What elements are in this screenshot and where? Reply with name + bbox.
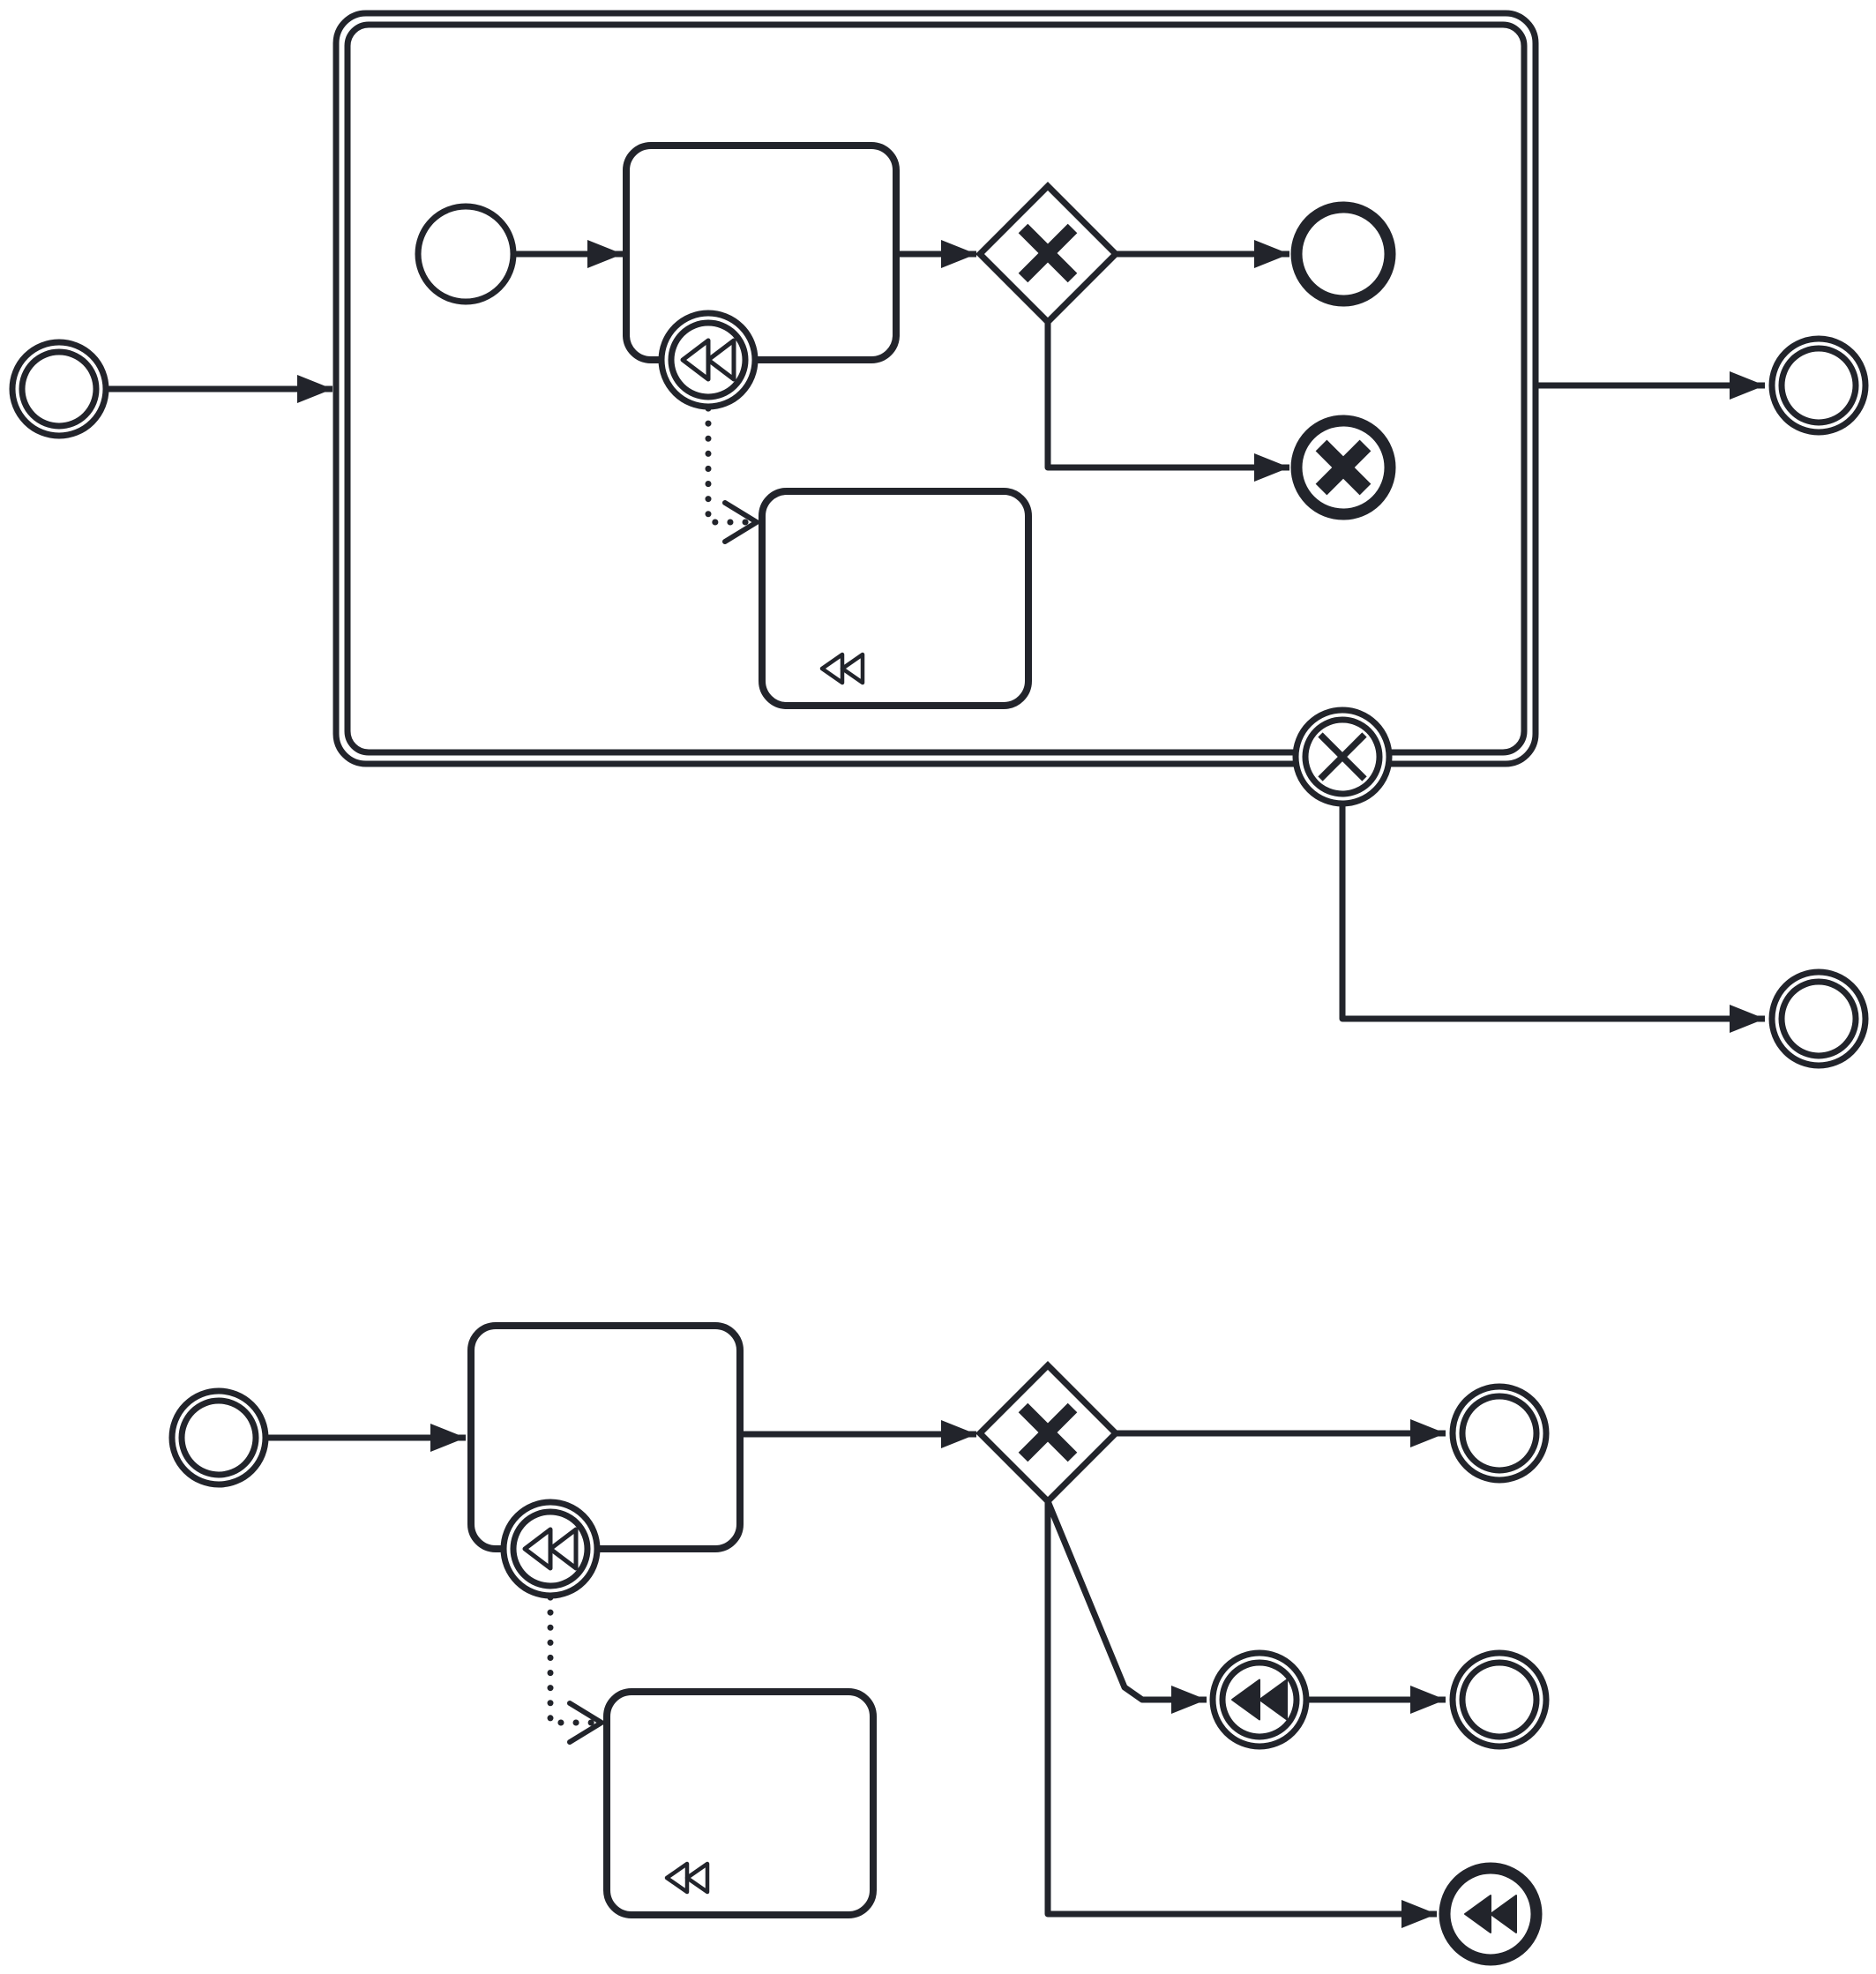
task-shape <box>603 1688 877 1918</box>
subprocess-start-event[interactable] <box>415 203 517 305</box>
event-outer-ring <box>9 339 109 439</box>
subprocess-end-event[interactable] <box>1290 201 1396 307</box>
process2-end-event-1[interactable] <box>1449 1383 1550 1484</box>
compensation-boundary-event-2[interactable] <box>500 1499 601 1599</box>
event-inner-ring <box>1778 978 1859 1059</box>
event-inner-ring <box>1219 1659 1300 1740</box>
flow-cancelboundary-to-end2[interactable] <box>1339 805 1765 1033</box>
event-inner-ring <box>1459 1659 1540 1740</box>
event-inner-ring <box>178 1397 259 1478</box>
event-outer-ring <box>1768 335 1869 436</box>
flow-gateway2-to-compend[interactable] <box>1044 1501 1437 1928</box>
compensation-icon <box>706 338 736 382</box>
event-inner-ring <box>19 348 100 430</box>
cancel-boundary-event[interactable] <box>1292 707 1393 807</box>
process2-task[interactable] <box>467 1322 744 1552</box>
main-end-event-1[interactable] <box>1768 335 1869 436</box>
event-outer-ring <box>1449 1649 1550 1750</box>
cancel-x-icon <box>1315 439 1371 496</box>
end-event-ring <box>1290 201 1396 307</box>
compensation-icon <box>548 1527 579 1571</box>
cancel-x-icon <box>1318 732 1367 781</box>
event-outer-ring <box>168 1387 269 1488</box>
task-shape <box>623 142 900 363</box>
compensation-handler-task-2[interactable] <box>603 1688 877 1918</box>
subprocess-task[interactable] <box>623 142 900 363</box>
compensation-marker-icon <box>840 652 865 685</box>
xor-marker-icon <box>1018 1402 1078 1462</box>
exclusive-gateway-1[interactable] <box>975 182 1120 326</box>
shapes-layer <box>9 142 1869 1966</box>
exclusive-gateway-2[interactable] <box>975 1361 1120 1506</box>
flow-gateway-to-cancel-end[interactable] <box>1044 322 1289 482</box>
event-inner-ring <box>1459 1393 1540 1474</box>
task-shape <box>759 488 1032 709</box>
compensation-throw-event[interactable] <box>1209 1649 1310 1750</box>
event-outer-ring <box>1449 1383 1550 1484</box>
main-start-event[interactable] <box>9 339 109 439</box>
compensation-association-2[interactable] <box>547 1594 605 1745</box>
event-inner-ring <box>510 1508 591 1589</box>
compensation-marker-icon <box>684 1861 710 1895</box>
process2-end-event-2[interactable] <box>1449 1649 1550 1750</box>
event-inner-ring <box>1302 716 1383 797</box>
process2-start-event[interactable] <box>168 1387 269 1488</box>
compensation-handler-task-1[interactable] <box>759 488 1032 709</box>
compensation-icon <box>1490 1895 1517 1933</box>
start-event-ring <box>415 203 517 305</box>
task-shape <box>467 1322 744 1552</box>
transaction-inner-border <box>344 21 1528 756</box>
event-outer-ring <box>1768 968 1869 1069</box>
flow-gateway2-to-compthrow[interactable] <box>1044 1499 1207 1714</box>
cancel-end-event[interactable] <box>1290 415 1396 520</box>
xor-marker-icon <box>1018 223 1078 283</box>
main-end-event-2[interactable] <box>1768 968 1869 1069</box>
compensation-icon <box>1259 1679 1288 1721</box>
connections-layer <box>108 240 1765 1928</box>
event-inner-ring <box>668 319 749 400</box>
compensation-end-event[interactable] <box>1439 1862 1543 1966</box>
compensation-boundary-event-1[interactable] <box>658 310 759 410</box>
event-inner-ring <box>1778 345 1859 426</box>
